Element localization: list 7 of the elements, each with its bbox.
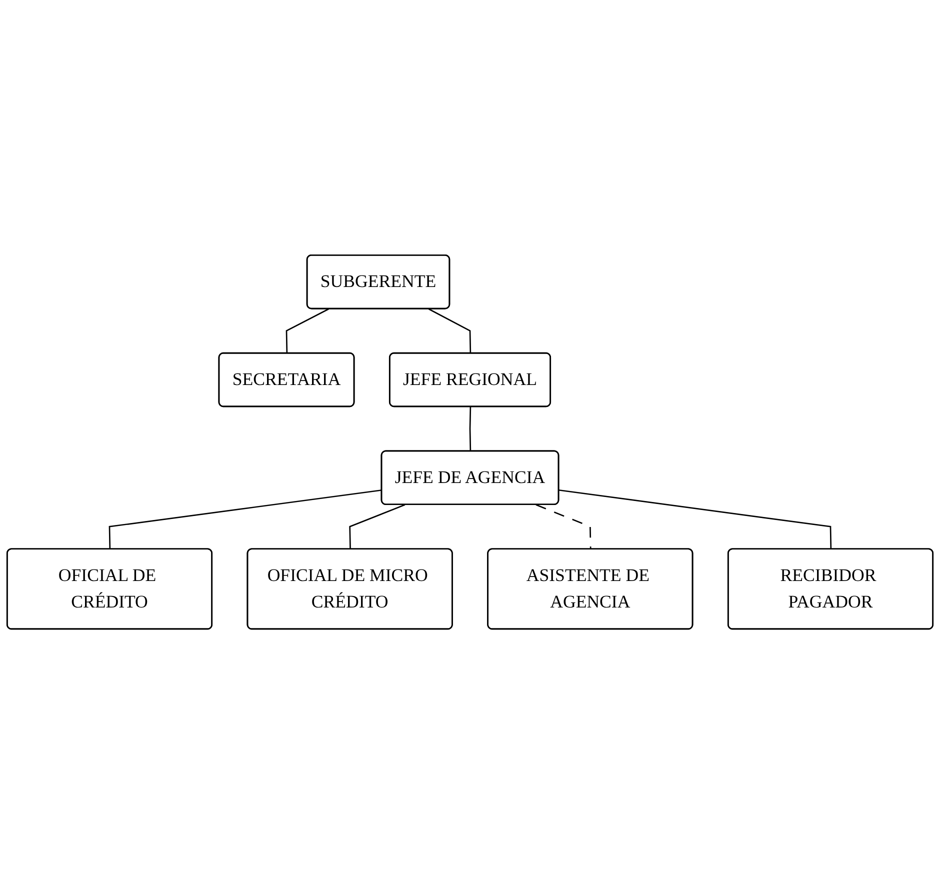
- connector: [349, 504, 406, 550]
- connector: [428, 308, 472, 354]
- connector: [469, 406, 472, 452]
- connector: [286, 308, 329, 354]
- connector: [108, 489, 382, 550]
- connector: [536, 504, 592, 550]
- connector: [558, 489, 832, 550]
